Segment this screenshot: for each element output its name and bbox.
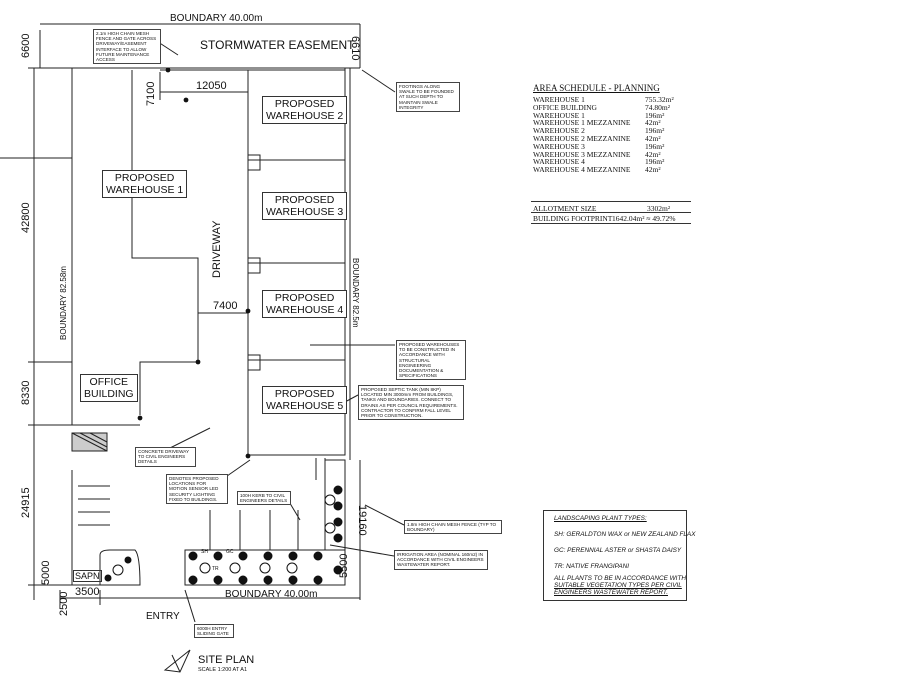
allotment-value: 3302m² [647,204,671,213]
office-building-label: OFFICE BUILDING [80,374,138,402]
top-boundary-label: BOUNDARY 40.00m [170,13,263,24]
schedule-row-label: WAREHOUSE 1 [533,95,585,104]
dim-24915: 24915 [20,487,32,518]
dim-7400: 7400 [213,300,238,312]
warehouse-5-label: PROPOSED WAREHOUSE 5 [262,386,348,414]
site-plan-scale: SCALE 1:200 AT A1 [198,667,248,673]
dim-12050: 12050 [196,80,227,92]
legend-note-3: ENGINEERS WASTEWATER REPORT. [554,589,668,596]
schedule-row-value: 755.32m² [645,95,674,104]
note-entry-gate: 6000H ENTRY SLIDING GATE [194,624,234,639]
site-plan-title: SITE PLAN [198,654,255,666]
schedule-row-value: 42m² [645,134,661,143]
note-irrigation: IRRIGATION AREA (NOMINAL 160m2) IN ACCOR… [394,550,488,570]
landscaping-legend: LANDSCAPING PLANT TYPES: SH: GERALDTON W… [543,510,695,601]
schedule-row-value: 42m² [645,118,661,128]
legend-title: LANDSCAPING PLANT TYPES: [554,515,647,522]
note-structural: PROPOSED WAREHOUSES TO BE CONSTRUCTED IN… [396,340,466,381]
schedule-row-value: 196m² [645,157,665,167]
dim-5000: 5000 [40,560,52,585]
schedule-row-label: WAREHOUSE 4 MEZZANINE [533,165,631,175]
note-footings: FOOTINGS ALONG SWALE TO BE FOUNDED AT SU… [396,82,460,113]
plant-code-gc: GC [226,549,234,555]
schedule-row-label: WAREHOUSE 3 MEZZANINE [533,149,631,159]
schedule-row-label: WAREHOUSE 1 [533,110,585,120]
right-boundary-label: BOUNDARY 82.5m [351,258,360,328]
left-boundary-label: BOUNDARY 82.58m [59,266,68,340]
dim-6600: 6600 [20,33,32,58]
driveway-label: DRIVEWAY [211,220,223,278]
schedule-row-value: 42m² [645,149,661,159]
schedule-row-label: WAREHOUSE 2 [533,126,585,136]
dim-7100: 7100 [145,81,157,106]
dim-19160: 19160 [356,505,368,536]
legend-note-1: ALL PLANTS TO BE IN ACCORDANCE WITH [554,575,686,582]
note-lighting: DENOTES PROPOSED LOCATIONS FOR MOTION SE… [166,474,228,505]
warehouse-4-label: PROPOSED WAREHOUSE 4 [262,290,348,318]
schedule-row-value: 74.80m² [645,102,670,112]
note-concrete: CONCRETE DRIVEWAY TO CIVIL ENGINEERS DET… [135,447,196,467]
stormwater-easement-label: STORMWATER EASEMENT [200,38,355,52]
legend-sh: SH: GERALDTON WAX or NEW ZEALAND FLAX [554,531,696,538]
dim-6610: 6610 [349,36,361,61]
schedule-row-value: 196m² [645,141,665,151]
footprint-label: BUILDING FOOTPRINT [533,214,613,223]
bottom-boundary-label: BOUNDARY 40.00m [225,589,318,600]
dim-2500: 2500 [58,591,70,616]
schedule-row-label: WAREHOUSE 2 MEZZANINE [533,134,631,143]
schedule-row-label: WAREHOUSE 4 [533,157,585,167]
plant-code-tr: TR [212,566,219,572]
plant-code-sh: SH [201,549,208,555]
dim-8330: 8330 [20,380,32,405]
schedule-divider-1 [531,201,691,202]
schedule-row-label: WAREHOUSE 1 MEZZANINE [533,118,631,128]
warehouse-1-label: PROPOSED WAREHOUSE 1 [102,170,188,198]
note-fence-gate: 2.1m HIGH CHAIN MESH FENCE AND GATE ACRO… [93,29,161,65]
legend-note-2: SUITABLE VEGETATION TYPES PER CIVIL [554,582,682,589]
dim-3500: 3500 [75,586,100,598]
note-kerb: 100H KERB TO CIVIL ENGINEERS DETAILS [237,491,291,506]
schedule-title: AREA SCHEDULE - PLANNING [533,83,660,93]
schedule-divider-2 [531,212,691,213]
schedule-row-value: 196m² [645,126,665,136]
allotment-label: ALLOTMENT SIZE [533,204,597,213]
dim-5500: 5500 [338,553,350,578]
schedule-row-value: 42m² [645,165,661,175]
footprint-value: 1642.04m² ≈ 49.72% [612,214,676,223]
sapn-label: SAPN [73,570,102,582]
warehouse-2-label: PROPOSED WAREHOUSE 2 [262,96,348,124]
entry-label: ENTRY [146,611,180,622]
note-mesh-fence: 1.8m HIGH CHAIN MESH FENCE (TYP TO BOUND… [404,520,502,535]
schedule-divider-3 [531,223,691,224]
warehouse-3-label: PROPOSED WAREHOUSE 3 [262,192,348,220]
schedule-row-label: OFFICE BUILDING [533,102,597,112]
legend-gc: GC: PERENNIAL ASTER or SHASTA DAISY [554,547,682,554]
schedule-row-value: 196m² [645,110,665,120]
schedule-row-label: WAREHOUSE 3 [533,141,585,151]
note-septic: PROPOSED SEPTIC TANK (MIN 8KP) LOCATED M… [358,385,464,421]
legend-tr: TR: NATIVE FRANGIPANI [554,563,630,570]
dim-42800: 42800 [20,202,32,233]
